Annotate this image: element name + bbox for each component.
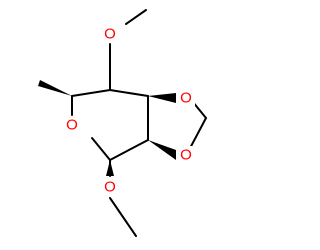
structure-diagram: O O O O O xyxy=(38,9,207,237)
bond-ring-c4-c5 xyxy=(109,89,149,97)
svg-text:O: O xyxy=(180,147,192,164)
svg-text:O: O xyxy=(104,26,116,43)
bond-ome-bottom-methyl xyxy=(109,197,137,237)
bond-ring-c5-c6 xyxy=(71,89,111,97)
wedge-c3-o-lower xyxy=(148,140,176,160)
svg-text:O: O xyxy=(104,179,116,196)
atom-o-methoxy-bottom: O xyxy=(101,178,119,196)
wedge-c6-methyl xyxy=(38,80,72,96)
atom-o-methoxy-top: O xyxy=(101,25,119,43)
atom-o-dioxole-lower: O xyxy=(177,146,195,164)
atom-o-ring: O xyxy=(63,116,81,134)
svg-text:O: O xyxy=(66,117,78,134)
wedge-c4-o-upper xyxy=(148,93,176,103)
molecule-svg: O O O O O xyxy=(38,9,207,237)
bond-ring-c2-c3 xyxy=(109,139,149,161)
svg-text:O: O xyxy=(180,90,192,107)
atom-o-dioxole-upper: O xyxy=(177,89,195,107)
bond-methyl-top xyxy=(125,9,147,25)
bond-ring-o-c1 xyxy=(91,137,111,161)
wedge-c1-o-bottom xyxy=(106,160,114,176)
